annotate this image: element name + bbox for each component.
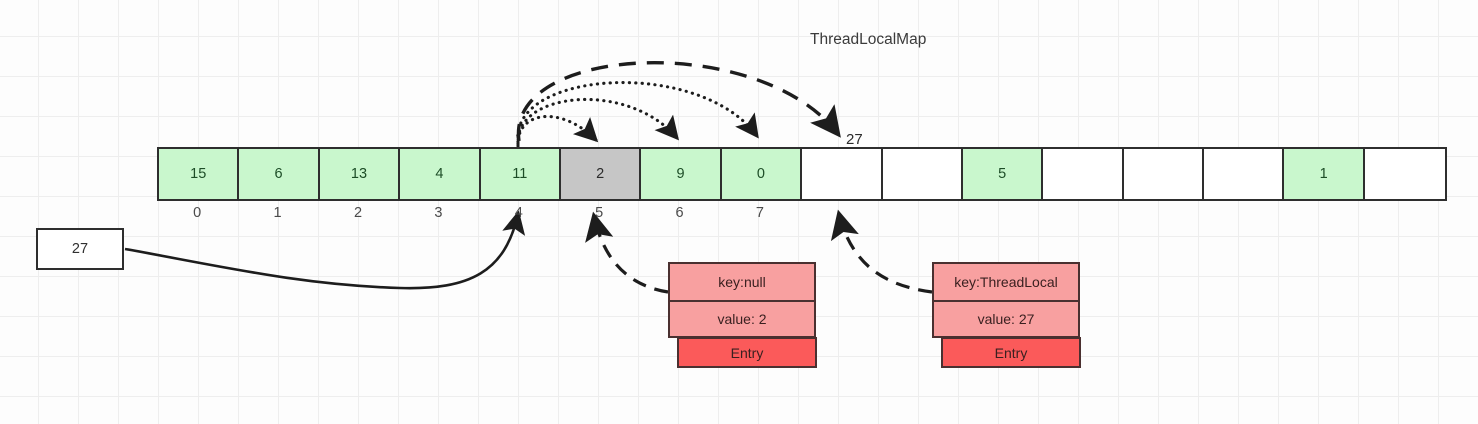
array-index-label-6: 6 [675, 205, 684, 221]
entry-key-row: key:ThreadLocal [932, 262, 1080, 300]
array-index-label-4: 4 [514, 205, 523, 221]
array-cell-4: 11 [480, 149, 561, 199]
array-cell-10: 5 [962, 149, 1044, 199]
array-cell-8 [802, 149, 883, 199]
array-index-label-3: 3 [434, 205, 443, 221]
diagram-title: ThreadLocalMap [810, 31, 927, 48]
inserted-value-label: 27 [846, 131, 863, 148]
array-cell-7: 0 [721, 149, 803, 199]
array-cell-11 [1043, 149, 1124, 199]
entry-type-tag: Entry [677, 337, 817, 368]
entry-value-row: value: 27 [932, 300, 1080, 338]
array-cell-9 [882, 149, 963, 199]
array-cell-6: 9 [641, 149, 722, 199]
array-cell-12 [1123, 149, 1205, 199]
entry-key-row: key:null [668, 262, 816, 300]
array-cell-14: 1 [1284, 149, 1365, 199]
source-value-box: 27 [36, 228, 124, 270]
entry-type-tag: Entry [941, 337, 1081, 368]
array-index-label-2: 2 [353, 205, 363, 221]
array-cell-2: 13 [319, 149, 401, 199]
entry-card-new: key:ThreadLocal value: 27 Entry [932, 262, 1081, 368]
array-index-label-0: 0 [193, 205, 202, 221]
array-index-label-5: 5 [595, 205, 604, 221]
array-index-label-1: 1 [273, 205, 282, 221]
array-cell-1: 6 [239, 149, 320, 199]
array-index-labels: 0 1 2 3 4 5 6 7 [157, 205, 800, 229]
array-cell-15 [1364, 149, 1446, 199]
array-index-label-7: 7 [755, 205, 764, 221]
array-cell-0: 15 [159, 149, 240, 199]
entry-value-row: value: 2 [668, 300, 816, 338]
array-cell-13 [1204, 149, 1285, 199]
entry-card-stale: key:null value: 2 Entry [668, 262, 817, 368]
array-cell-3: 4 [400, 149, 481, 199]
array-cell-5: 2 [560, 149, 642, 199]
